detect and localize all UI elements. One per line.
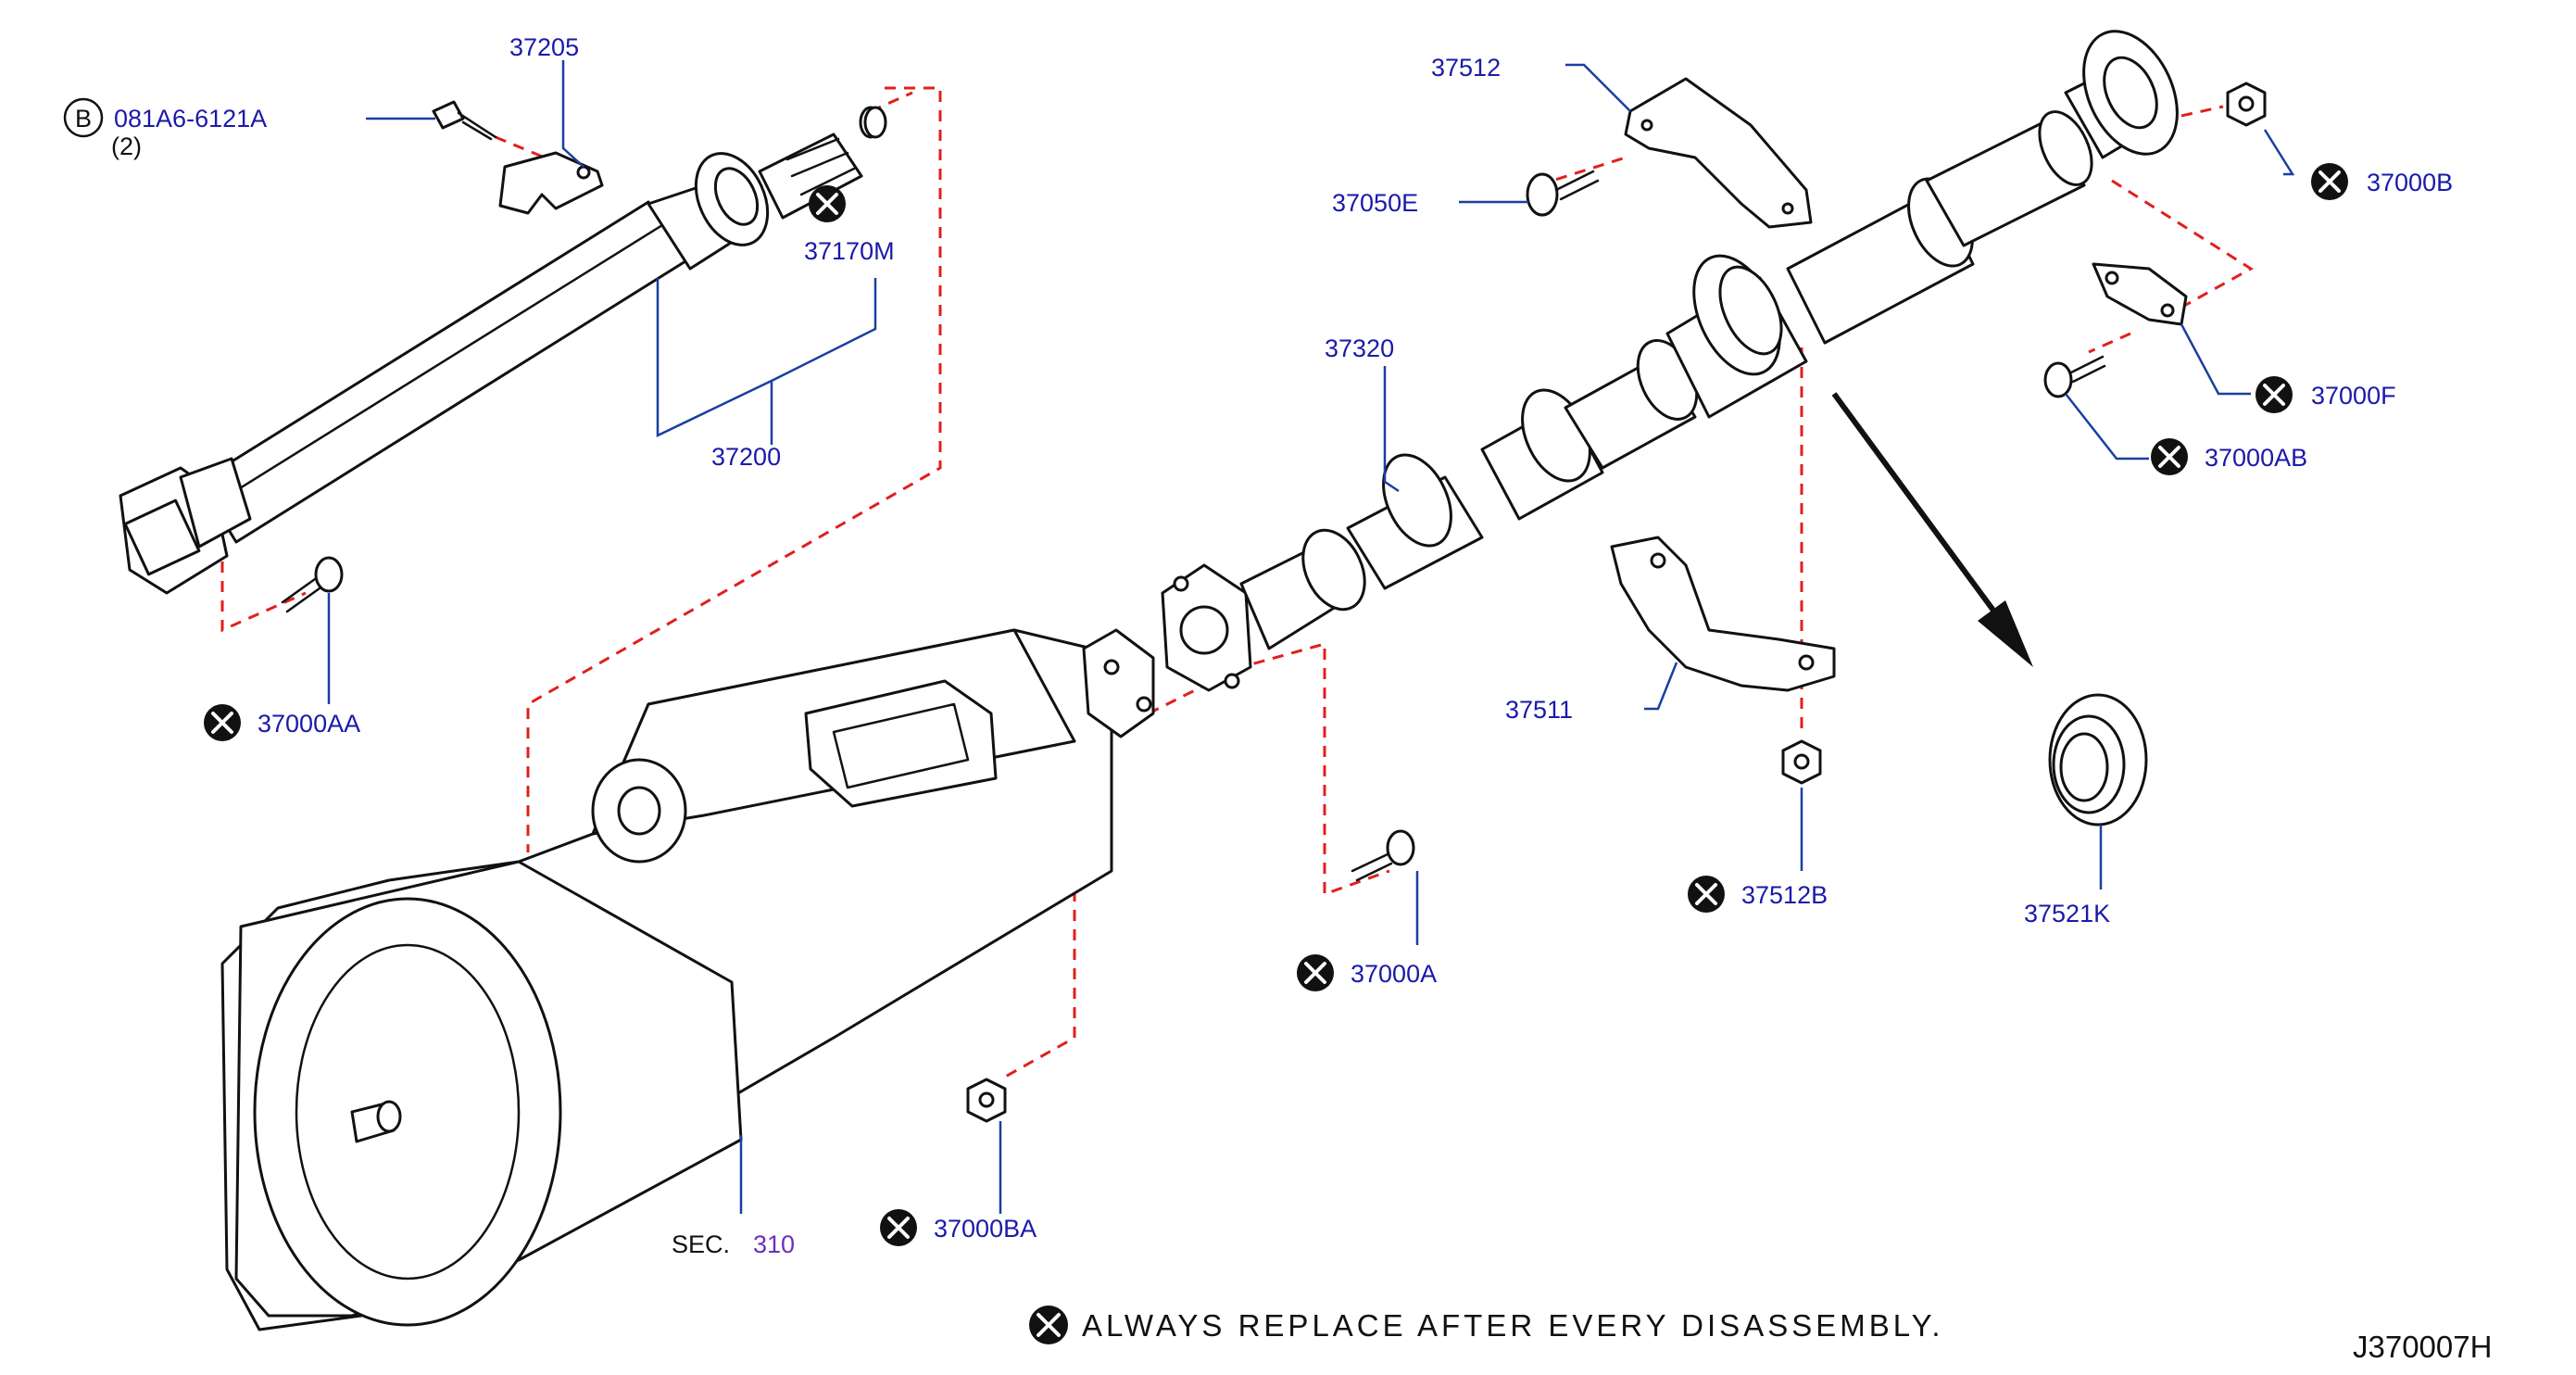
nut-37000B: [2226, 82, 2267, 127]
bolt-081A6-6121A: [432, 100, 497, 141]
callout-labels: 37205 081A6-6121A (2) 37170M 37200 37000…: [111, 33, 2453, 1258]
bracket-37511: [1610, 536, 1836, 692]
label-081A6-6121A: 081A6-6121A: [114, 105, 267, 132]
nut-37000BA: [966, 1078, 1007, 1123]
label-37205: 37205: [509, 33, 579, 61]
replace-marker-note: [1029, 1306, 1068, 1344]
washer-37000F: [2092, 262, 2188, 326]
label-37000AB: 37000AB: [2205, 444, 2307, 472]
detail-arrow: [1831, 392, 2033, 667]
transmission-assembly: [220, 628, 1155, 1331]
replace-marker-37512B: [1688, 876, 1725, 913]
bracket-37205: [498, 151, 604, 215]
bolt-marker-letter: B: [75, 105, 92, 132]
replace-marker-37000B: [2311, 163, 2348, 200]
replace-marker-37000F: [2256, 376, 2293, 413]
label-37200: 37200: [711, 443, 781, 471]
replace-marker-37000AA: [204, 704, 241, 741]
label-37000F: 37000F: [2311, 382, 2396, 410]
replace-marker-37000A: [1297, 954, 1334, 991]
bolt-37000A: [1351, 829, 1415, 882]
label-37512: 37512: [1431, 54, 1501, 82]
label-37521K: 37521K: [2024, 900, 2110, 927]
label-sec-prefix: SEC.: [672, 1230, 730, 1258]
label-081A6-qty: (2): [111, 132, 142, 160]
screw-37050E: [1526, 170, 1600, 217]
center-propeller-shaft: [1161, 30, 2179, 692]
o-ring-37170M: [863, 106, 887, 139]
replace-marker-37000AB: [2151, 438, 2188, 475]
label-37170M: 37170M: [804, 237, 895, 265]
label-sec-number: 310: [753, 1230, 795, 1258]
label-37320: 37320: [1325, 334, 1394, 362]
diagram-code: J370007H: [2353, 1330, 2492, 1364]
bolt-37000AA: [281, 556, 344, 613]
label-37000AA: 37000AA: [258, 710, 360, 738]
label-37000B: 37000B: [2367, 169, 2453, 196]
center-bearing-bracket-37512: [1624, 77, 1813, 229]
label-37511: 37511: [1505, 696, 1573, 724]
bolt-37000AB: [2043, 355, 2106, 398]
front-propeller-shaft: [119, 106, 883, 595]
label-37050E: 37050E: [1332, 189, 1418, 217]
bearing-37521K: [2048, 693, 2148, 826]
nut-37512B: [1781, 739, 1822, 785]
label-37000BA: 37000BA: [934, 1215, 1037, 1243]
replace-marker-37170M: [809, 185, 846, 222]
label-37512B: 37512B: [1741, 881, 1828, 909]
replace-marker-37000BA: [880, 1209, 917, 1246]
bolt-marker-circle: B: [63, 97, 104, 138]
leader-lines: [327, 60, 2295, 1214]
label-37000A: 37000A: [1351, 960, 1437, 988]
replace-note: ALWAYS REPLACE AFTER EVERY DISASSEMBLY.: [1082, 1308, 1944, 1343]
